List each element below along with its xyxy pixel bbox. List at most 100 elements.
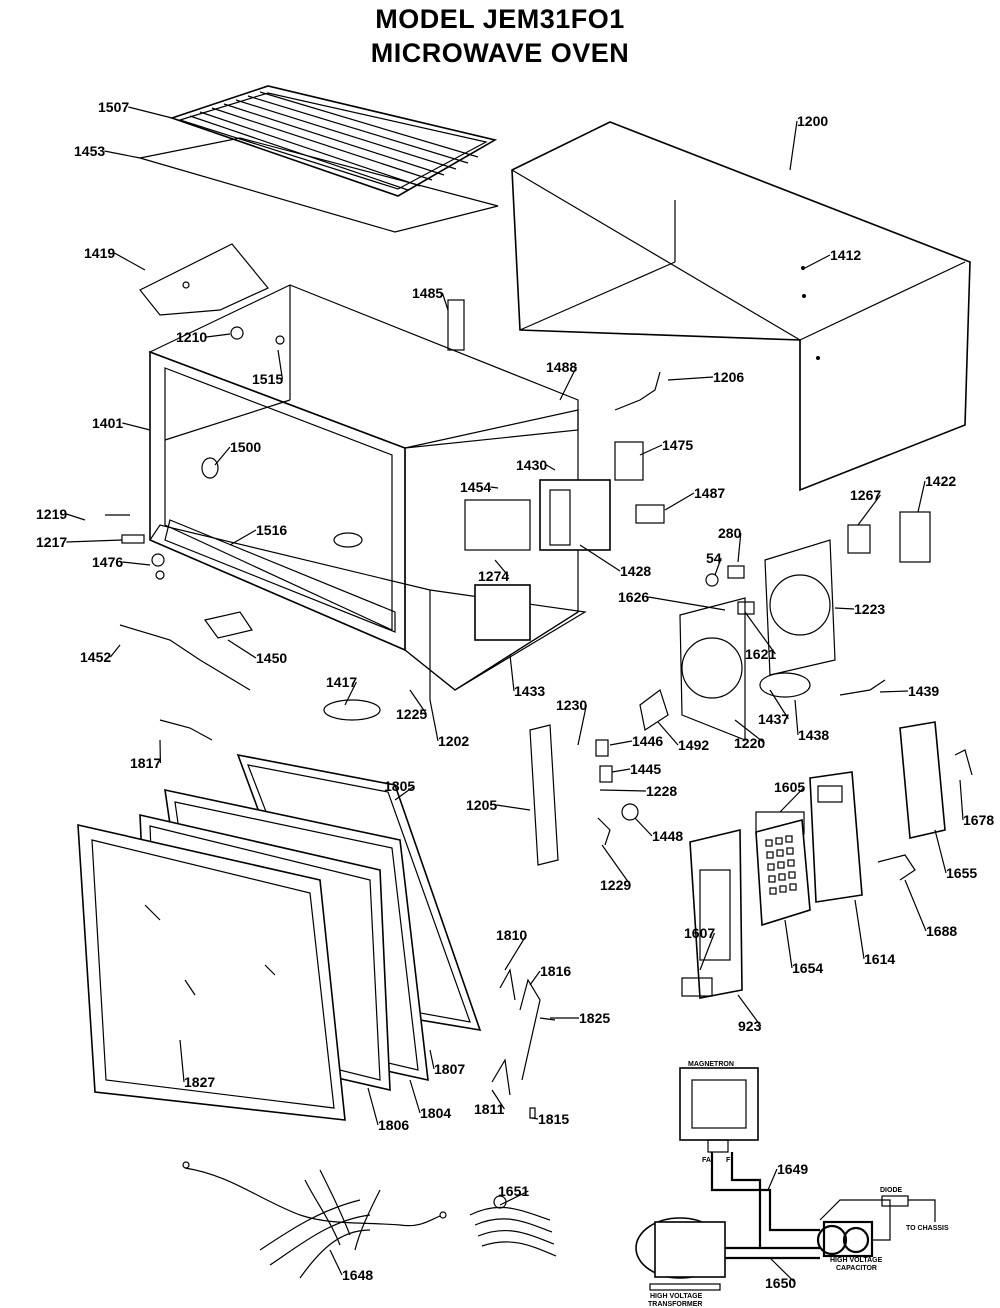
callout-leader-1430 xyxy=(546,464,556,471)
part-label-1448: 1448 xyxy=(652,828,683,844)
part-label-1648: 1648 xyxy=(342,1267,373,1283)
callout-leader-1267 xyxy=(857,494,881,526)
part-label-1810: 1810 xyxy=(496,927,527,943)
callout-leader-1805 xyxy=(394,785,415,801)
part-label-923: 923 xyxy=(738,1018,762,1034)
part-label-1607: 1607 xyxy=(684,925,715,941)
part-label-1205: 1205 xyxy=(466,797,497,813)
part-label-1651: 1651 xyxy=(498,1183,529,1199)
callout-leader-1488 xyxy=(559,366,577,401)
part-label-1217: 1217 xyxy=(36,534,67,550)
part-label-1225: 1225 xyxy=(396,706,427,722)
callout-leader-1804 xyxy=(409,1079,421,1114)
part-label-1649: 1649 xyxy=(777,1161,808,1177)
callout-leader-1605 xyxy=(779,786,805,813)
part-label-1446: 1446 xyxy=(632,733,663,749)
part-label-1516: 1516 xyxy=(256,522,287,538)
page-title: MODEL JEM31FO1 xyxy=(375,4,625,34)
part-label-1817: 1817 xyxy=(130,755,161,771)
part-label-1487: 1487 xyxy=(694,485,725,501)
callout-leader-280 xyxy=(737,532,742,563)
f-terminal-label: F xyxy=(726,1157,731,1164)
part-label-1492: 1492 xyxy=(678,737,709,753)
part-label-1202: 1202 xyxy=(438,733,469,749)
callout-leader-1220 xyxy=(734,719,765,744)
part-label-1274: 1274 xyxy=(478,568,509,584)
callout-leader-1454 xyxy=(490,486,499,489)
part-label-1412: 1412 xyxy=(830,247,861,263)
callout-leader-1438 xyxy=(794,699,799,736)
callout-leader-1811 xyxy=(491,1089,505,1110)
part-label-1811: 1811 xyxy=(474,1101,505,1117)
part-label-1655: 1655 xyxy=(946,865,977,881)
part-label-1806: 1806 xyxy=(378,1117,409,1133)
part-label-1210: 1210 xyxy=(176,329,207,345)
part-label-1445: 1445 xyxy=(630,761,661,777)
part-label-1654: 1654 xyxy=(792,960,823,976)
part-label-1621: 1621 xyxy=(745,646,776,662)
part-label-1807: 1807 xyxy=(434,1061,465,1077)
part-label-1230: 1230 xyxy=(556,697,587,713)
part-label-280: 280 xyxy=(718,525,742,541)
callout-leader-1649 xyxy=(767,1168,778,1191)
callout-leader-1205 xyxy=(496,804,531,811)
wire-harness xyxy=(182,1161,557,1279)
callout-leader-1445 xyxy=(611,768,631,773)
callout-leader-1485 xyxy=(441,292,449,311)
part-label-1228: 1228 xyxy=(646,783,677,799)
callout-leader-1678 xyxy=(959,779,964,821)
part-label-1816: 1816 xyxy=(540,963,571,979)
callout-leader-1417 xyxy=(344,681,357,706)
part-label-1488: 1488 xyxy=(546,359,577,375)
callout-leader-1223 xyxy=(834,607,855,610)
callout-leader-1217 xyxy=(66,539,123,543)
part-label-1417: 1417 xyxy=(326,674,357,690)
part-label-1437: 1437 xyxy=(758,711,789,727)
callout-leader-1228 xyxy=(599,789,647,792)
callout-leader-1507 xyxy=(128,106,173,119)
door-latch-assembly xyxy=(529,724,639,866)
part-label-54: 54 xyxy=(706,550,722,566)
outer-cabinet xyxy=(511,121,971,492)
oven-rack xyxy=(169,85,498,197)
callout-leader-1650 xyxy=(769,1257,796,1284)
callout-leader-1827 xyxy=(179,1039,185,1083)
callout-leader-1655 xyxy=(934,829,947,874)
oven-cavity-chassis xyxy=(148,284,611,700)
callout-leader-1448 xyxy=(634,817,653,837)
callout-leader-1412 xyxy=(804,254,831,269)
part-label-1678: 1678 xyxy=(963,812,994,828)
door-hinge-parts xyxy=(491,968,556,1119)
callout-leader-1516 xyxy=(229,529,257,546)
callout-leader-1648 xyxy=(329,1249,343,1276)
part-label-1438: 1438 xyxy=(798,727,829,743)
page-subtitle: MICROWAVE OVEN xyxy=(370,38,630,68)
part-label-1433: 1433 xyxy=(514,683,545,699)
callout-leader-1515 xyxy=(277,349,283,380)
callout-leader-1230 xyxy=(577,704,587,746)
callout-leader-1428 xyxy=(579,544,621,572)
door-assembly xyxy=(77,753,482,1121)
callout-leader-1433 xyxy=(509,654,515,692)
callout-leader-923 xyxy=(737,994,762,1027)
callout-leader-1651 xyxy=(499,1190,529,1206)
part-label-1453: 1453 xyxy=(74,143,105,159)
part-label-1805: 1805 xyxy=(384,778,415,794)
part-label-1401: 1401 xyxy=(92,415,123,431)
part-label-1223: 1223 xyxy=(854,601,885,617)
callout-leader-1452 xyxy=(109,644,121,658)
callout-leader-1492 xyxy=(657,721,679,746)
callout-leader-1401 xyxy=(122,422,151,431)
callout-leader-1626 xyxy=(648,596,726,611)
callout-leader-1476 xyxy=(122,561,151,566)
callout-leader-1202 xyxy=(429,699,439,742)
right-side-components xyxy=(614,371,931,741)
callout-leader-1225 xyxy=(409,689,427,715)
callout-leader-1688 xyxy=(904,879,927,932)
callout-leader-1807 xyxy=(429,1049,435,1070)
callout-leader-1437 xyxy=(769,689,789,720)
part-label-1475: 1475 xyxy=(662,437,693,453)
part-label-1439: 1439 xyxy=(908,683,939,699)
oven-tray xyxy=(139,137,499,233)
